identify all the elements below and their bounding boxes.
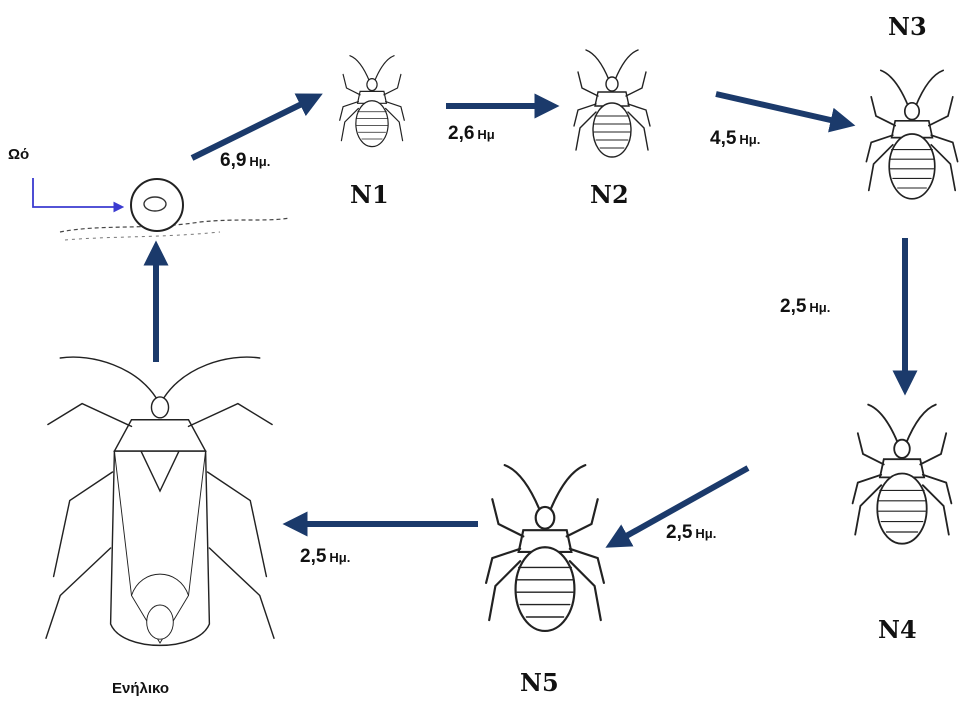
nymph-n3-illustration: [866, 70, 957, 198]
adult-illustration: [46, 357, 274, 645]
duration-value: 2,5: [300, 546, 326, 567]
duration-value: 6,9: [220, 150, 246, 171]
arrow-n2-to-n3: [716, 94, 848, 124]
duration-unit: Ημ: [477, 127, 494, 142]
stage-label-n3: N3: [888, 12, 927, 41]
nymph-n4-illustration: [853, 405, 952, 544]
egg-illustration: [60, 179, 290, 240]
stage-label-n2: N2: [590, 180, 629, 209]
duration-value: 2,6: [448, 123, 474, 144]
nymph-n2-illustration: [574, 50, 650, 157]
duration-value: 2,5: [666, 522, 692, 543]
duration-unit: Ημ.: [695, 526, 716, 541]
duration-unit: Ημ.: [249, 154, 270, 169]
nymph-n1-illustration: [340, 56, 405, 147]
egg-pointer-arrow: [33, 178, 122, 207]
egg-label: Ωό: [8, 146, 29, 163]
adult-label: Ενήλικο: [112, 680, 169, 697]
duration-unit: Ημ.: [809, 300, 830, 315]
duration-unit: Ημ.: [739, 132, 760, 147]
duration-unit: Ημ.: [329, 550, 350, 565]
stage-label-n5: N5: [520, 668, 559, 697]
arrow-egg-to-n1: [192, 97, 316, 158]
stage-label-n4: N4: [878, 615, 917, 644]
nymph-n5-illustration: [486, 465, 604, 631]
stage-label-n1: N1: [350, 180, 389, 209]
duration-value: 2,5: [780, 296, 806, 317]
duration-value: 4,5: [710, 128, 736, 149]
